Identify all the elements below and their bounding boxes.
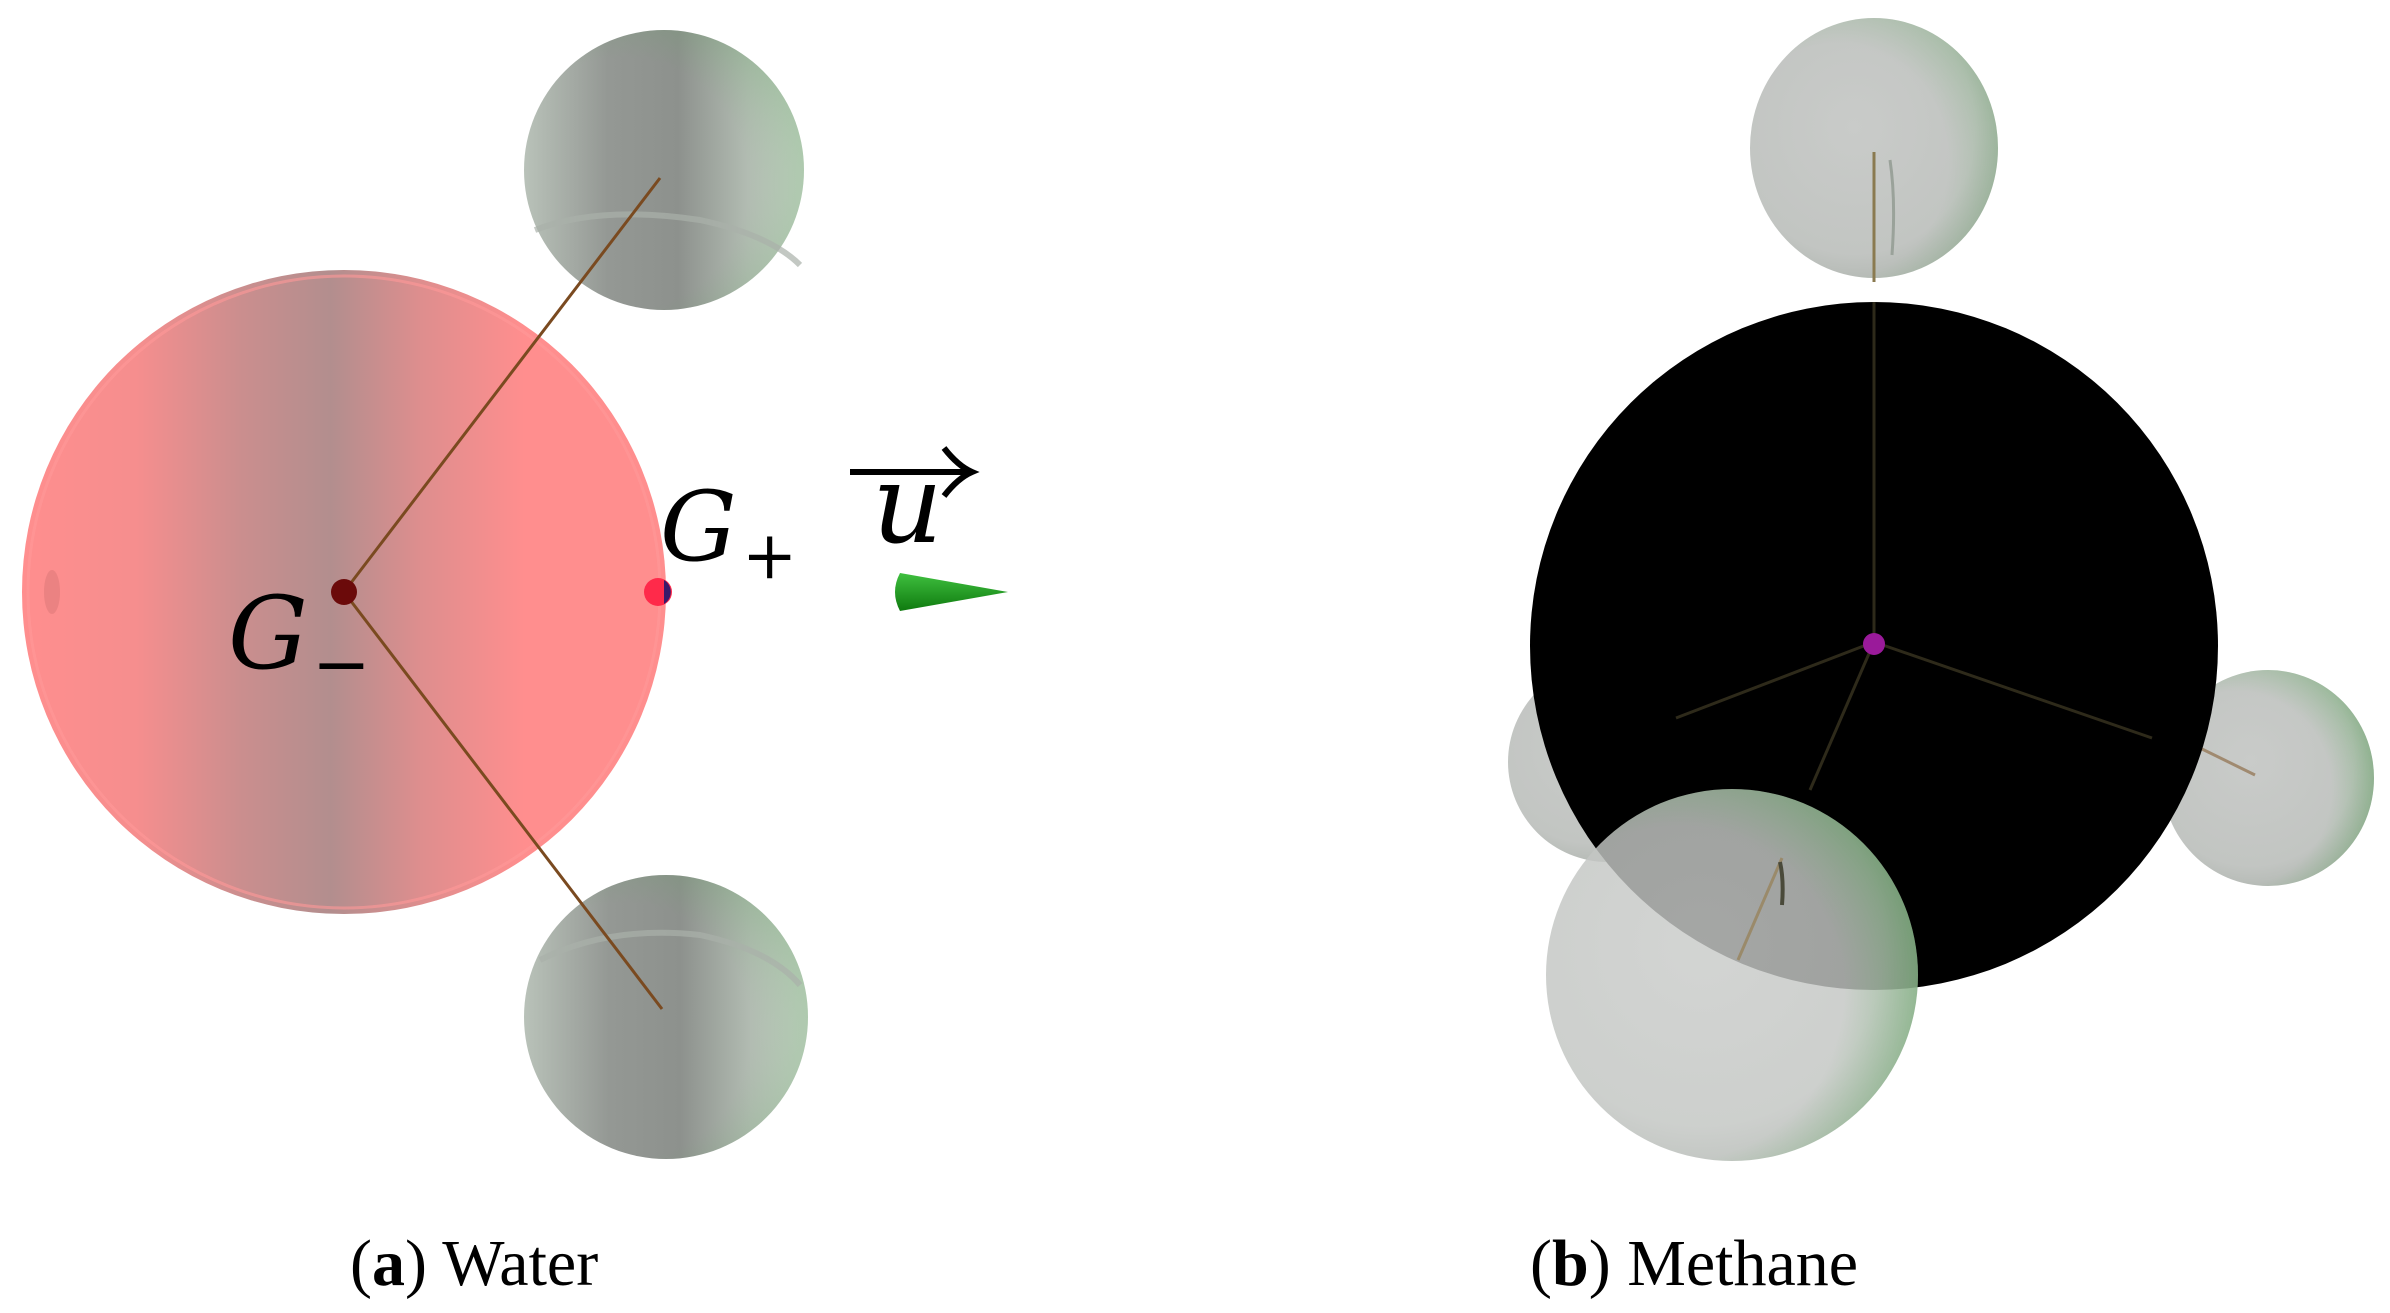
- svg-text:+: +: [742, 517, 797, 594]
- svg-text:G: G: [228, 575, 308, 692]
- caption-water: (a) Water: [350, 1227, 598, 1300]
- methane-bond-left: [1675, 640, 1875, 720]
- methane-hydrogen-right: [2162, 670, 2374, 886]
- methane-hydrogen-top: [1750, 18, 1998, 282]
- water-bond-top: [342, 177, 662, 593]
- water-hydrogen-top: [524, 30, 804, 310]
- g-minus-label: G −: [228, 575, 371, 705]
- svg-text:−: −: [312, 623, 371, 705]
- methane-center-point: [1863, 633, 1885, 655]
- g-plus-label: G +: [660, 471, 797, 594]
- dipole-vector-arrowhead: [895, 573, 1008, 611]
- caption-methane: (b) Methane: [1530, 1227, 1858, 1300]
- svg-text:u: u: [872, 440, 943, 568]
- svg-text:G: G: [660, 471, 737, 583]
- methane-panel: (b) Methane: [1508, 18, 2374, 1300]
- water-hydrogen-bottom: [524, 875, 808, 1159]
- vector-arrow-icon: [850, 446, 980, 498]
- methane-bond-bottom: [1808, 641, 1876, 791]
- vector-u-label: u: [850, 440, 980, 568]
- methane-bond-right: [1873, 640, 2153, 740]
- water-bond-bottom: [342, 591, 664, 1010]
- g-plus-point: [644, 578, 672, 606]
- g-minus-point: [331, 579, 357, 605]
- water-panel: G − G + u (a) Water: [22, 30, 1008, 1300]
- methane-hydrogen-front: [1546, 789, 1918, 1161]
